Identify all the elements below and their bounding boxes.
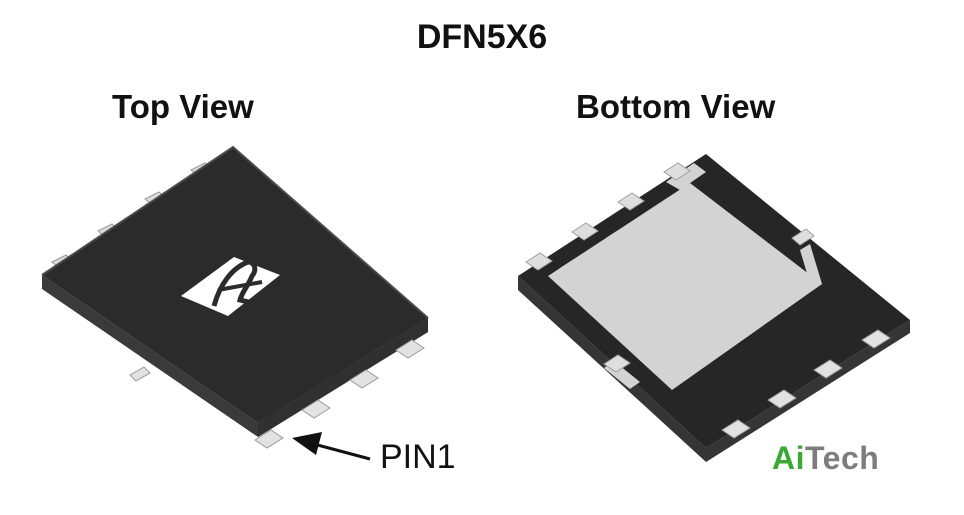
top-view-label: Top View [112,88,254,125]
watermark-ai: Ai [772,440,805,476]
bottom-view-package [518,154,910,462]
bottom-front-pins [721,329,891,439]
aitech-watermark: AiTech [772,440,879,477]
top-front-pins [129,339,425,449]
bottom-view-label: Bottom View [576,88,776,125]
watermark-tech: Tech [805,440,880,476]
bottom-back-pins [525,162,815,373]
top-view-package [41,145,429,449]
pin1-label: PIN1 [380,438,456,476]
ao-logo-icon [181,257,280,316]
pointer-arrow-icon [292,432,371,461]
diagram-title: DFN5X6 [416,18,548,56]
